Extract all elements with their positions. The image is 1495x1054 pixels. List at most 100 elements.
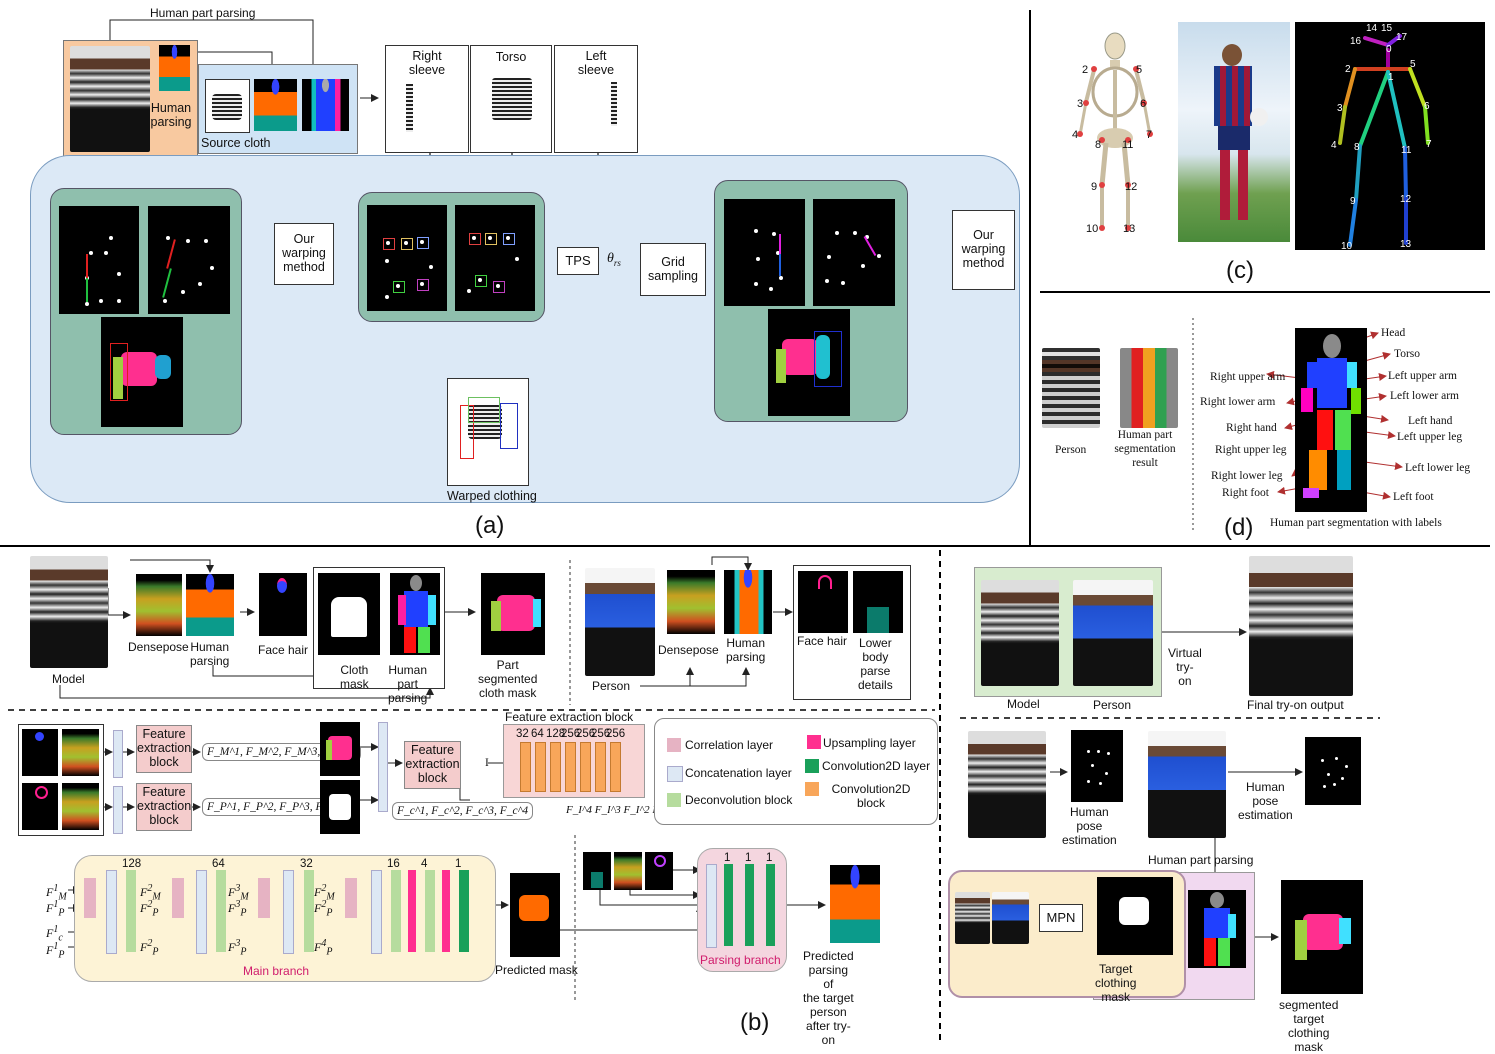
skel-label: 7: [1146, 129, 1153, 141]
input-person-group: Human parsing: [63, 40, 198, 160]
pose-label: 7: [1426, 139, 1432, 150]
skel-label: 6: [1140, 98, 1147, 110]
fe-channel-label: 256: [561, 728, 581, 740]
hpp-label: Human part parsing: [1148, 853, 1254, 867]
fe-conv-block: [550, 742, 561, 792]
pose-label: 5: [1410, 59, 1416, 70]
skel-label: 8: [1095, 139, 1102, 151]
cloth-mask-label: Cloth mask: [340, 663, 369, 691]
hpe-label-2: Human pose estimation: [1238, 780, 1293, 822]
cloth-input-2: [320, 780, 360, 834]
part-segmented-thumb: [481, 573, 545, 655]
main-channel-label: 128: [122, 858, 142, 870]
cloth-input-1: [320, 722, 360, 776]
parsing-image-2: [302, 79, 349, 131]
seg-label: Right lower leg: [1211, 470, 1283, 482]
skel-label: 3: [1077, 98, 1084, 110]
concat-layer: [106, 870, 117, 954]
pose-thumb-2: [1305, 737, 1361, 805]
model-label-r: Model: [1007, 697, 1040, 711]
main-channel-label: 4: [421, 858, 428, 870]
legend-swatch: [805, 782, 819, 796]
person-label-r: Person: [1093, 698, 1132, 712]
model-photo-b: [30, 556, 108, 668]
footballer-photo: [1178, 22, 1290, 242]
face-lower-group: Face hair Lower body parse details: [793, 565, 911, 700]
legend-item: Upsampling layer: [823, 736, 916, 750]
legend-item: Deconvolution block: [685, 793, 793, 807]
final-output-thumb: [1249, 556, 1353, 696]
input-f-m2: F2M: [140, 883, 161, 903]
fe-channel-label: 32: [516, 728, 529, 740]
human-parsing-thumb-2: [724, 570, 772, 634]
correlation-layer: [84, 878, 96, 918]
human-part-parsing-label: Human part parsing: [150, 6, 256, 20]
final-label: Final try-on output: [1247, 698, 1344, 712]
human-parsing-thumb-b: [186, 574, 234, 636]
theta-label: θrs: [607, 251, 621, 268]
person-label-b: Person: [592, 679, 631, 693]
input-f-m3: F3M: [228, 883, 249, 903]
parse-concat: [706, 864, 717, 948]
parse-input-3: [645, 852, 673, 890]
deconv-block: [304, 870, 314, 952]
densepose-label: Densepose: [128, 640, 189, 654]
pose-thumb-1: [1071, 730, 1123, 802]
fe-channel-label: 64: [531, 728, 544, 740]
segmented-mask-thumb: [1281, 880, 1363, 994]
predicted-mask-label: Predicted mask: [495, 963, 578, 977]
human-parsing-label-b: Human parsing: [190, 640, 230, 668]
human-parsing-thumb: [159, 45, 190, 91]
pose-label: 9: [1350, 196, 1356, 207]
pose-label: 12: [1400, 194, 1412, 205]
skel-label: 11: [1122, 139, 1134, 151]
pose-label: 17: [1396, 32, 1408, 43]
person-label: Person: [1055, 444, 1087, 456]
left-sleeve-label: Left sleeve: [577, 49, 615, 77]
human-part-parsing-label-b: Human part parsing: [388, 663, 428, 705]
teal-group-right: [714, 180, 908, 422]
human-parsing-label-2: Human parsing: [726, 636, 766, 664]
part-seg-left: [101, 317, 183, 427]
face-hair-label: Face hair: [258, 643, 309, 657]
skel-label: 2: [1082, 64, 1089, 76]
pose-label: 3: [1337, 103, 1343, 114]
seg-label: Left hand: [1408, 415, 1453, 427]
skel-label: 4: [1072, 129, 1079, 141]
segmented-label: segmented target clothing mask: [1279, 998, 1339, 1054]
correlation-layer: [345, 878, 357, 918]
lower-body-label: Lower body parse details: [858, 636, 893, 692]
correlation-layer: [258, 878, 270, 918]
panel-b-label: (b): [740, 1009, 770, 1036]
input-f-p4: F4P: [314, 938, 333, 958]
panel-c-label: (c): [1226, 257, 1254, 284]
torso-label: Torso: [495, 50, 527, 64]
teal-group-left: [50, 188, 242, 435]
seg-label: Left upper leg: [1397, 431, 1463, 443]
fe-conv-block: [610, 742, 621, 792]
fm-features: F_M^1, F_M^2, F_M^3, F_M^4: [202, 743, 362, 761]
deconv-block: [391, 870, 401, 952]
warped-clothing-box: [447, 378, 529, 486]
parse-conv2d-layer: [766, 864, 775, 946]
cloth-mask-thumb: [318, 573, 380, 655]
seg-label: Right upper leg: [1215, 444, 1287, 456]
mpn-person-thumb: [992, 892, 1029, 944]
seg-label: Right foot: [1222, 487, 1269, 499]
pose-label: 11: [1401, 145, 1412, 156]
labeled-segmentation: [1295, 328, 1367, 512]
seg-label: Left lower arm: [1390, 390, 1459, 402]
densepose-thumb-2: [667, 570, 715, 634]
fe-conv-block: [595, 742, 606, 792]
input-f-p2: F2P: [140, 899, 159, 919]
main-channel-label: 32: [300, 858, 313, 870]
feature-block-1: Feature extraction block: [136, 725, 192, 773]
seg-label: Right lower arm: [1200, 396, 1276, 408]
torso-box: Torso: [470, 45, 552, 153]
source-cloth-label: Source cloth: [201, 136, 271, 150]
virtual-tryon-label: Virtual try- on: [1168, 646, 1202, 688]
mpn-box: MPN: [1039, 904, 1083, 932]
fe-channel-label: 256: [591, 728, 611, 740]
warping-method-right: Our warping method: [952, 210, 1015, 290]
hpe-label-1: Human pose estimation: [1062, 805, 1117, 847]
